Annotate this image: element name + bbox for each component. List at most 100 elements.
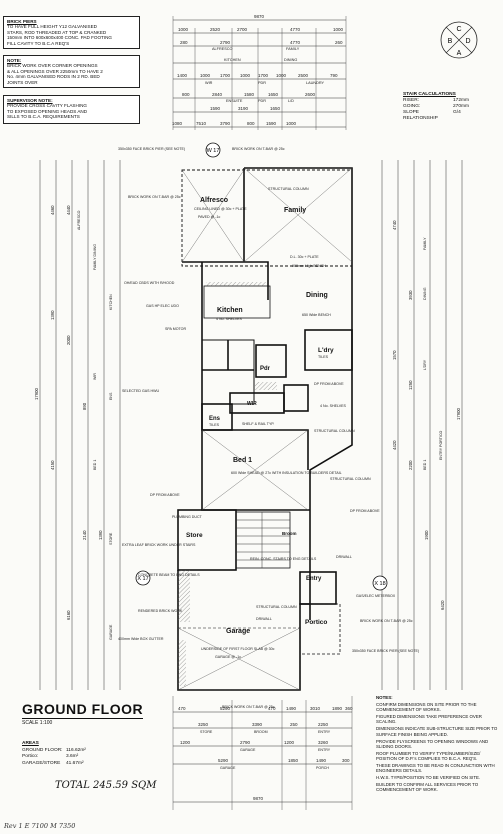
note-rbench: 650 Wide BENCH bbox=[302, 313, 331, 317]
note-garage-slab: UNDERSIDE OF FIRST FLOOR SLAB @ 30c bbox=[201, 647, 275, 651]
dim: 3010 bbox=[310, 706, 321, 711]
note-supervisor: SUPERVISOR NOTE: PROVIDE CROSS CAVITY FL… bbox=[3, 95, 140, 124]
notes-heading: NOTES: bbox=[376, 695, 393, 700]
compass-letter: C bbox=[456, 26, 461, 33]
room-entry: Entry bbox=[306, 576, 322, 582]
compass-letter: D bbox=[465, 38, 470, 45]
dim: 6420 bbox=[440, 600, 445, 610]
note-brick-piers: BRICK PIERS TO HAVE FULL HEIGHT Y12 GALV… bbox=[3, 16, 140, 49]
area-key: Portico: bbox=[22, 754, 39, 760]
dim: 4770 bbox=[290, 40, 301, 45]
note-shelves-2: 4 No. SHELVES bbox=[320, 404, 347, 408]
room-alfresco: Alfresco bbox=[200, 197, 228, 204]
dim-label: ENTRY PORTICO bbox=[439, 430, 443, 460]
dim: 1000 bbox=[333, 27, 344, 32]
dim: 260 bbox=[335, 40, 343, 45]
dim-label: L/D bbox=[288, 99, 294, 103]
north-point-compass: C B D A bbox=[440, 21, 478, 59]
areas-heading: AREAS bbox=[22, 741, 39, 746]
dim-label: WIR bbox=[205, 81, 213, 85]
dim: 1200 bbox=[284, 740, 295, 745]
note-gas-meter: GAS/ELEC METERBOX bbox=[356, 594, 396, 598]
marker-text: X 18 bbox=[374, 581, 385, 587]
top-dimensions: 9870 1000 2520 2700 4770 1000 280 2790 4… bbox=[172, 14, 347, 130]
note-shelves: 4 No. SHELVES bbox=[216, 317, 243, 321]
note-brick-tbar-2: BRICK WORK ON T-BAR @ 25c bbox=[360, 619, 413, 623]
note-brick-tbar-4: BRICK WORK ON T-BAR @ 25c bbox=[232, 147, 285, 151]
note-dp-above-2: DP FROM ABOVE bbox=[350, 509, 380, 513]
note-driwall: DRIWALL bbox=[256, 617, 272, 621]
dim: 4150 bbox=[50, 460, 55, 470]
note-stairs: REIN. CONC. STAIRS TO ENG DETAILS bbox=[250, 557, 317, 561]
dim: 3790 bbox=[220, 121, 231, 126]
dim: 2840 bbox=[212, 92, 223, 97]
dim-label: ENTRY bbox=[318, 748, 331, 752]
room-store: Store bbox=[186, 532, 203, 539]
dim: 1570 bbox=[392, 350, 397, 360]
dim: 1000 bbox=[200, 73, 211, 78]
dim: 1250 bbox=[408, 380, 413, 390]
note-line: 150mm INTO 600x600x400 CONC. PAD FOOTING bbox=[7, 35, 113, 41]
note-rhood: OH/EAD CBDS WITH R/HOOD bbox=[124, 281, 175, 285]
note-line: SUPERVISOR NOTE: bbox=[7, 98, 53, 103]
room-dining: Dining bbox=[306, 292, 328, 299]
drawing-title: GROUND FLOOR bbox=[22, 701, 144, 719]
note-line: TO HAVE FULL HEIGHT Y12 GALVANISED bbox=[7, 24, 97, 30]
stair-val: 270mm bbox=[453, 104, 469, 109]
dim: 2790 bbox=[220, 40, 231, 45]
note-line: No. 4mm GALVANISED RODS IN 2 RD. BED bbox=[7, 74, 100, 80]
area-key: GROUND FLOOR: bbox=[22, 747, 63, 753]
area-key: GARAGE/STORE bbox=[22, 760, 61, 766]
dim-right-total: 17900 bbox=[456, 407, 461, 420]
dim: 1400 bbox=[177, 73, 188, 78]
note-item: THESE DRAWINGS TO BE READ IN CONJUNCTION… bbox=[376, 763, 495, 774]
dim-label: GARAGE bbox=[109, 624, 113, 640]
marker-text: W 17 bbox=[207, 148, 220, 154]
note-item: H.W.S. TYPE/POSITION TO BE VERIFIED ON S… bbox=[376, 775, 481, 781]
dim-label: KITCHEN bbox=[224, 58, 241, 62]
dim: 4740 bbox=[392, 220, 397, 230]
dim: 2600 bbox=[305, 92, 316, 97]
note-gas-hp: GAS HP ELEC UDO bbox=[146, 304, 179, 308]
section-marker-x17: X 17 bbox=[135, 570, 151, 586]
dim: 2250 bbox=[318, 722, 329, 727]
note-item: DIMENSIONS INDICATE SUB-STRUCTURE SIZE P… bbox=[376, 726, 498, 737]
note-struct-col: STRUCTURAL COLUMN bbox=[268, 187, 309, 191]
dim-label: BROOM bbox=[254, 730, 268, 734]
dim: 1000 bbox=[286, 121, 297, 126]
stair-treads bbox=[236, 512, 290, 568]
dim: 1650 bbox=[268, 92, 279, 97]
note-line: BRICK WORK OVER CORNER OPENINGS bbox=[7, 63, 98, 69]
handwritten-total: TOTAL 245.59 SQM bbox=[55, 780, 157, 791]
dim-label: ALFRESCO bbox=[212, 47, 233, 51]
note-brick-pier-top: 350x350 FACE BRICK PIER (SEE NOTE) bbox=[118, 147, 185, 151]
dim-label: KITCHEN bbox=[109, 294, 113, 310]
dim-label: ENTRY bbox=[318, 730, 331, 734]
note-driwall-2: DRIWALL bbox=[336, 555, 352, 559]
dim-label: GARAGE bbox=[220, 766, 236, 770]
dim-label: WIR bbox=[93, 373, 97, 380]
dim: 1900 bbox=[424, 530, 429, 540]
note-bed1: 600 Wide SHEAD @ 27c WITH INSULATION TO … bbox=[231, 471, 342, 475]
dim: 1000 bbox=[178, 27, 189, 32]
dim-label: PORCH bbox=[316, 766, 329, 770]
note-alfresco-ceiling: CEILING LINED @ 30c + PLATE bbox=[194, 207, 247, 211]
dim: 6160 bbox=[66, 610, 71, 620]
note-item: BUILDER TO CONFIRM ALL SERVICES PRIOR TO… bbox=[376, 782, 479, 793]
dim-label: ENSUITE bbox=[226, 99, 243, 103]
dim: 3390 bbox=[252, 722, 263, 727]
dim: 250 bbox=[290, 722, 298, 727]
dim-left-total: 17900 bbox=[34, 387, 39, 400]
room-wir: WIR bbox=[247, 401, 257, 407]
dim: 2200 bbox=[408, 460, 413, 470]
note-dp-above-3: DP FROM ABOVE bbox=[314, 382, 344, 386]
room-ldry: L'dry bbox=[318, 347, 334, 354]
dim: 2790 bbox=[240, 740, 251, 745]
dim-label: LAUNDRY bbox=[306, 81, 325, 85]
dim-bottom-total: 9870 bbox=[253, 796, 264, 801]
stair-heading: STAIR CALCULATIONS bbox=[403, 92, 456, 97]
stair-val: 172mm bbox=[453, 98, 469, 103]
stair-key: RISER: bbox=[403, 98, 419, 103]
